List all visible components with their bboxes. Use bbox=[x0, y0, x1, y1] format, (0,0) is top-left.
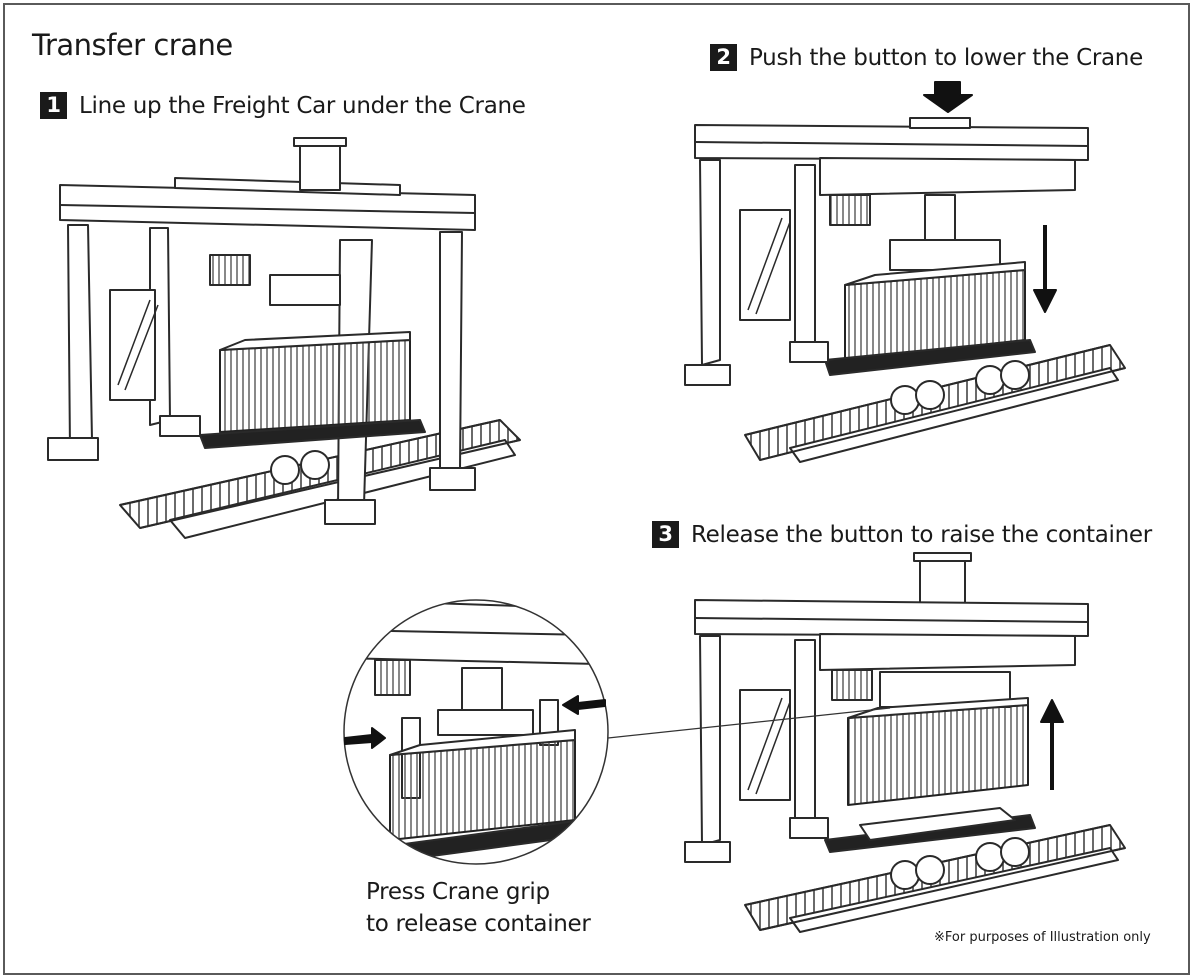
push-down-arrow-icon bbox=[923, 81, 973, 113]
step-1-number-badge: 1 bbox=[40, 92, 67, 119]
step-2-heading: 2 Push the button to lower the Crane bbox=[710, 44, 1143, 71]
crane-illustration-step-3 bbox=[684, 552, 1126, 933]
detail-magnifier-circle bbox=[343, 599, 609, 865]
container-icon bbox=[847, 697, 1029, 806]
step-3-heading: 3 Release the button to raise the contai… bbox=[652, 521, 1152, 548]
grip-press-arrow-right-icon bbox=[562, 695, 606, 715]
step-1-heading: 1 Line up the Freight Car under the Cran… bbox=[40, 92, 526, 119]
step-3-text: Release the button to raise the containe… bbox=[691, 521, 1152, 548]
step-2-text: Push the button to lower the Crane bbox=[749, 44, 1143, 71]
step-1-text: Line up the Freight Car under the Crane bbox=[79, 92, 526, 119]
crane-illustration-step-1 bbox=[47, 137, 521, 539]
container-icon bbox=[844, 261, 1026, 361]
step-3-number-badge: 3 bbox=[652, 521, 679, 548]
grip-press-arrow-left-icon bbox=[344, 727, 386, 749]
illustration-note: ※For purposes of Illustration only bbox=[934, 930, 1151, 945]
container-icon bbox=[219, 331, 411, 433]
page-title: Transfer crane bbox=[32, 28, 233, 62]
step-2-number-badge: 2 bbox=[710, 44, 737, 71]
grip-caption: Press Crane grip to release container bbox=[366, 876, 591, 940]
grip-caption-line-1: Press Crane grip bbox=[366, 879, 550, 905]
grip-caption-line-2: to release container bbox=[366, 911, 591, 937]
page-frame bbox=[3, 3, 1190, 975]
grip-detail-callout bbox=[343, 599, 891, 865]
crane-illustration-step-2 bbox=[684, 81, 1126, 463]
